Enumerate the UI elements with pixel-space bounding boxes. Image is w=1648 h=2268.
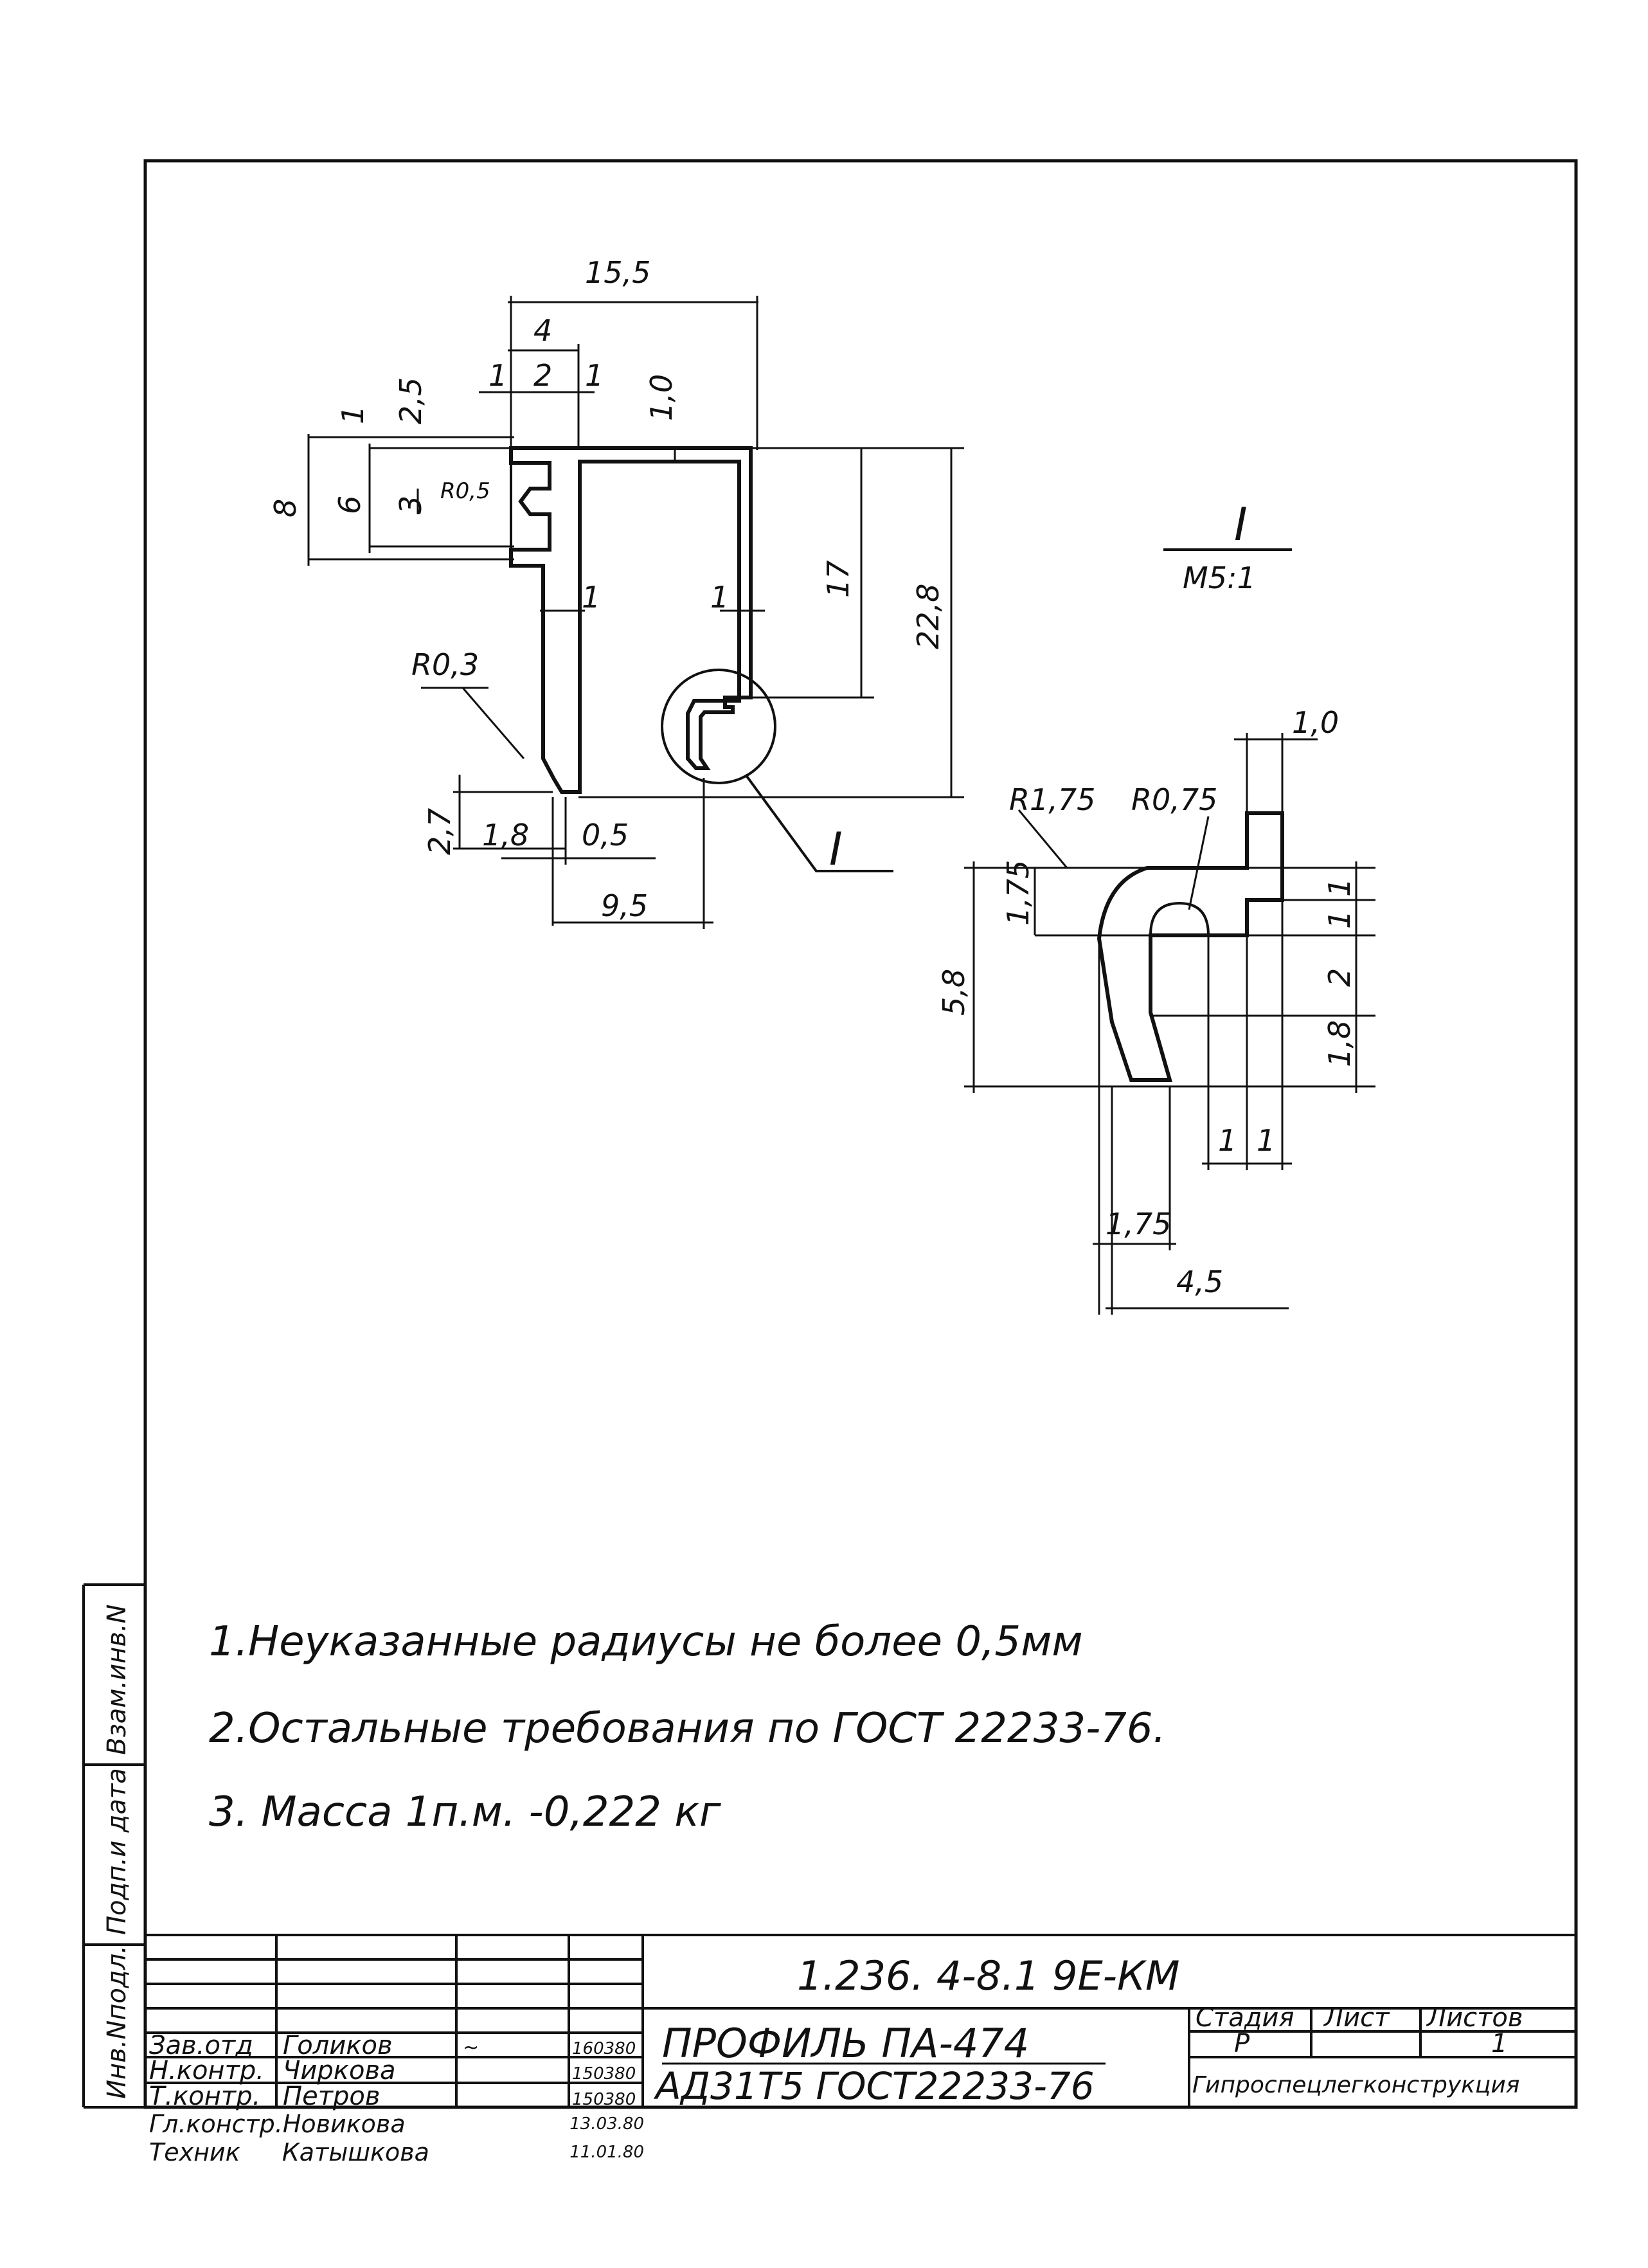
note-1: 1.Неуказанные радиусы не более 0,5мм	[209, 1618, 1083, 1666]
dim-r0-5: R0,5	[440, 478, 490, 504]
dim-0-5: 0,5	[582, 818, 629, 852]
signer-date: 150380	[572, 2090, 636, 2109]
dim-2-5: 2,5	[393, 377, 428, 424]
stamp-podp-data: Подп.и дата	[102, 1768, 132, 1935]
signer-role: Зав.отд	[149, 2031, 253, 2060]
detail-dim-1-75-v: 1,75	[1001, 860, 1035, 926]
dim-2: 2	[533, 358, 552, 393]
dim-1-0-top: 1,0	[644, 374, 679, 421]
dim-1-8: 1,8	[482, 818, 529, 852]
dim-9-5: 9,5	[601, 888, 648, 923]
signer-date: 160380	[572, 2039, 636, 2058]
section-mark-label: I	[829, 823, 843, 876]
detail-dim-1-8: 1,8	[1322, 1020, 1357, 1067]
signer-name: Катышкова	[282, 2138, 429, 2166]
dim-15-5: 15,5	[585, 255, 650, 290]
signer-signature: ~	[463, 2037, 479, 2059]
detail-scale: M5:1	[1183, 561, 1256, 595]
note-3: 3. Масса 1п.м. -0,222 кг	[209, 1788, 721, 1836]
signer-date: 11.01.80	[569, 2143, 644, 2162]
title-line-1: ПРОФИЛЬ ПА-474	[662, 2020, 1029, 2067]
detail-dim-w1-b: 1	[1257, 1123, 1275, 1158]
signer-name: Новикова	[282, 2110, 406, 2138]
signer-role: Н.контр.	[149, 2056, 264, 2085]
dim-web-1-right: 1	[710, 580, 729, 615]
detail-dim-w1-a: 1	[1218, 1123, 1237, 1158]
detail-dim-r1-75: R1,75	[1009, 782, 1095, 817]
drawing-frame	[143, 159, 1578, 2109]
signer-name: Чиркова	[283, 2056, 396, 2085]
detail-dim-1-a: 1	[1322, 878, 1357, 897]
signer-rows-extra: Гл.констр. Новикова 13.03.80 Техник Каты…	[149, 2110, 644, 2166]
signer-role: Техник	[149, 2138, 240, 2166]
signer-role: Т.контр.	[149, 2082, 260, 2111]
detail-callout-circle	[661, 669, 776, 784]
signer-name: Петров	[283, 2082, 380, 2111]
doc-code: 1.236. 4-8.1 9Е-КМ	[797, 1952, 1180, 1999]
signer-row: Гл.констр. Новикова 13.03.80	[149, 2110, 644, 2138]
dim-3: 3	[393, 496, 428, 514]
dim-web-1-left: 1	[582, 580, 600, 615]
detail-dim-1-75-h: 1,75	[1106, 1207, 1171, 1241]
title-block-grid	[145, 1934, 1576, 2107]
sheets-value: 1	[1491, 2029, 1507, 2058]
dim-22-8: 22,8	[911, 584, 945, 649]
dim-1-right: 1	[585, 358, 604, 393]
signer-signature	[461, 2110, 570, 2138]
detail-dimension-lines	[964, 733, 1375, 1315]
detail-title: I	[1234, 498, 1248, 551]
profile-pa-474	[509, 446, 753, 794]
dim-2-7: 2,7	[422, 808, 457, 855]
organization: Гипроспецлегконструкция	[1192, 2072, 1519, 2098]
signer-date: 13.03.80	[569, 2114, 644, 2134]
dim-6: 6	[332, 496, 367, 514]
signer-date: 150380	[572, 2064, 636, 2084]
detail-dim-2: 2	[1322, 968, 1357, 987]
signer-name: Голиков	[283, 2031, 393, 2060]
detail-dim-1-b: 1	[1322, 910, 1357, 929]
signer-row: Техник Катышкова 11.01.80	[149, 2138, 644, 2166]
dim-1-vert: 1	[336, 406, 370, 424]
detail-dim-1-0: 1,0	[1292, 705, 1339, 740]
dim-8: 8	[268, 499, 303, 518]
title-line-2: АД31Т5 ГОСТ22233-76	[653, 2064, 1095, 2108]
stage-header: Стадия	[1196, 2003, 1294, 2033]
dim-1-left: 1	[488, 358, 507, 393]
note-2: 2.Остальные требования по ГОСТ 22233-76.	[209, 1705, 1166, 1752]
detail-profile	[1097, 811, 1284, 1082]
detail-dim-5-8: 5,8	[936, 969, 971, 1016]
stamp-inv-vzam: Взам.инв.N	[102, 1605, 132, 1755]
signer-signature	[461, 2138, 569, 2166]
sheets-header: Листов	[1426, 2003, 1523, 2033]
dim-17: 17	[821, 560, 855, 598]
signer-role: Гл.констр.	[149, 2110, 283, 2138]
sheet-header: Лист	[1323, 2003, 1390, 2033]
side-stamp-grid	[82, 1583, 145, 2109]
detail-callout-leader	[744, 773, 893, 872]
detail-dim-4-5: 4,5	[1176, 1264, 1223, 1299]
detail-dim-r0-75: R0,75	[1131, 782, 1217, 817]
stamp-inv-podl: Инв.Nподл.	[102, 1945, 132, 2099]
stage-value: Р	[1234, 2029, 1250, 2058]
dim-4: 4	[533, 313, 552, 348]
main-dimension-lines	[307, 296, 964, 929]
dim-r0-3: R0,3	[411, 647, 479, 682]
